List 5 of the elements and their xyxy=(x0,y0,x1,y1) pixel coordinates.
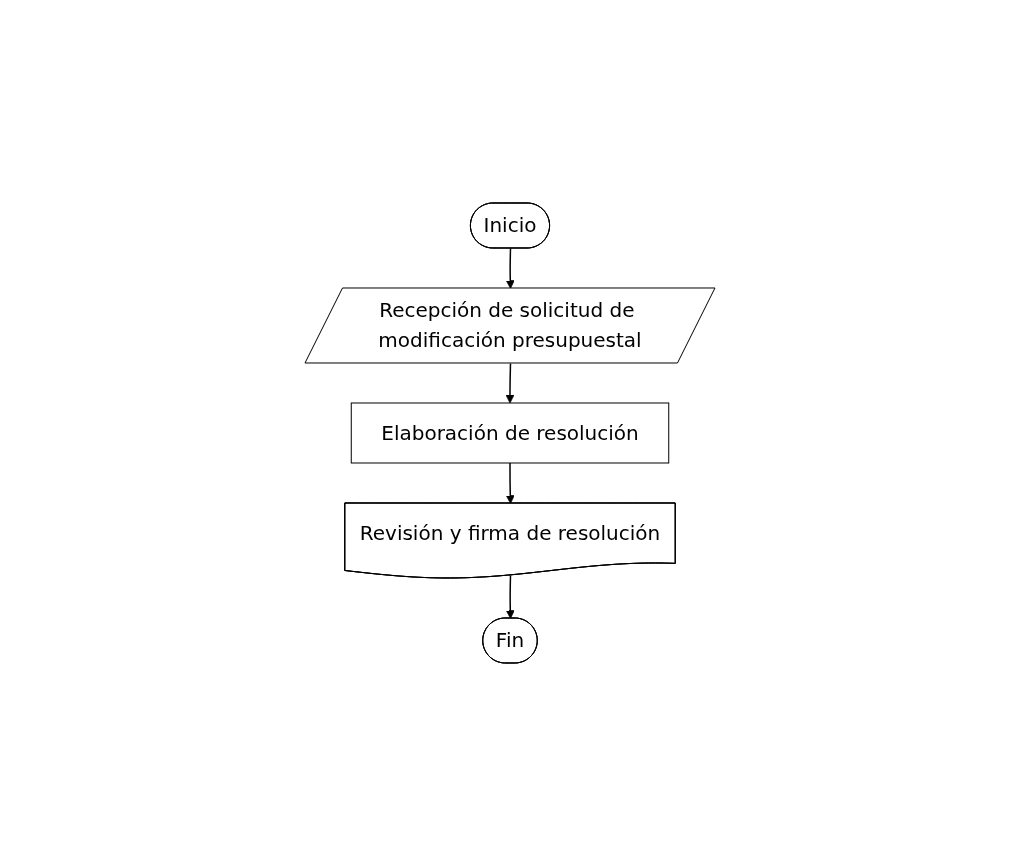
arrow xyxy=(505,362,515,403)
arrow xyxy=(505,461,515,504)
node-box: Elaboración de resolución xyxy=(350,402,670,463)
arrow xyxy=(505,574,515,619)
arrow xyxy=(505,247,515,289)
